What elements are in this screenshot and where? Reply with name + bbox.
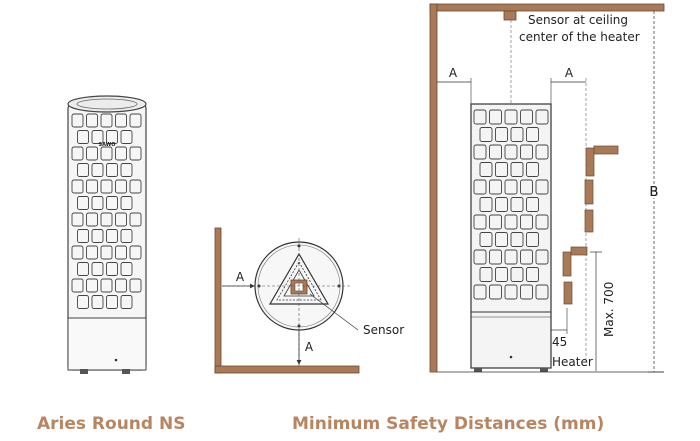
side-view-heater-label: Heater <box>552 355 593 369</box>
top-view-dist-a-vertical: A <box>305 340 314 354</box>
side-view-dist-b-text: B <box>650 185 659 200</box>
ceiling-sensor-icon <box>503 10 517 21</box>
top-view-dist-a-horizontal: A <box>236 270 245 284</box>
heater-product-illustration: SAWO <box>67 95 147 374</box>
side-view-dist-a-right: A <box>565 66 574 80</box>
top-view-sensor-label: Sensor <box>363 323 404 337</box>
heater-stone-grid <box>71 113 142 309</box>
heater-brand-label: SAWO <box>98 142 115 148</box>
side-view-diagram: Sensor at ceiling center of the heater A… <box>429 3 665 373</box>
product-caption: Aries Round NS <box>37 414 186 434</box>
top-view-wall-left <box>214 227 222 374</box>
side-view-max-700: Max. 700 <box>602 282 616 337</box>
side-view-dist-45: 45 <box>552 335 567 349</box>
ceiling-sensor-label-line1: Sensor at ceiling <box>528 13 628 27</box>
diagram-caption: Minimum Safety Distances (mm) <box>292 414 605 434</box>
side-view-dist-b: B <box>650 185 659 200</box>
side-view-stone-grid <box>473 109 549 300</box>
top-view-diagram: A A Sensor <box>214 227 404 374</box>
side-view-ceiling <box>429 3 665 12</box>
ceiling-sensor-label-line2: center of the heater <box>519 30 640 44</box>
top-view-wall-bottom <box>214 365 360 374</box>
sensor-position-markers <box>562 145 619 305</box>
side-view-dist-a-left: A <box>449 66 458 80</box>
side-view-wall-left <box>429 3 438 373</box>
